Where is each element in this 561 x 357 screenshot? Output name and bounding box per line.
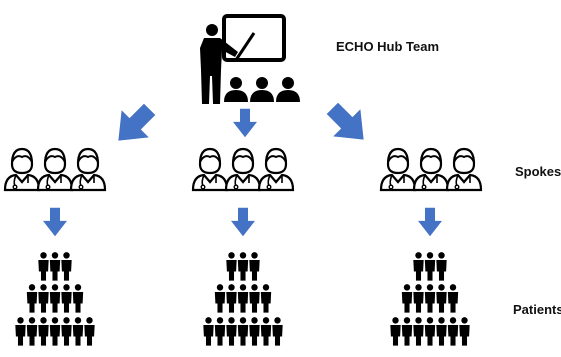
doctor-icon bbox=[379, 147, 417, 192]
person-icon bbox=[214, 284, 226, 313]
hub-audience-icon bbox=[224, 77, 300, 102]
person-icon bbox=[401, 284, 413, 313]
person-icon bbox=[401, 317, 413, 346]
person-icon bbox=[424, 317, 436, 346]
spoke-group-left bbox=[3, 147, 107, 192]
doctor-icon bbox=[257, 147, 295, 192]
person-icon bbox=[249, 317, 260, 346]
person-icon bbox=[61, 252, 72, 281]
person-icon bbox=[61, 284, 72, 313]
hub-to-spoke-left-arrow bbox=[104, 95, 164, 155]
patient-pyramid-left bbox=[15, 252, 95, 346]
person-icon bbox=[226, 252, 237, 281]
person-icon bbox=[72, 317, 84, 346]
person-icon bbox=[61, 317, 72, 346]
hub-to-spoke-center-arrow bbox=[233, 108, 257, 138]
person-icon bbox=[26, 317, 38, 346]
doctor-icon bbox=[191, 147, 229, 192]
doctor-icon bbox=[36, 147, 74, 192]
doctor-icon bbox=[69, 147, 107, 192]
person-icon bbox=[226, 317, 237, 346]
person-icon bbox=[390, 317, 401, 346]
person-icon bbox=[38, 284, 49, 313]
doctor-icon bbox=[224, 147, 262, 192]
person-icon bbox=[447, 284, 459, 313]
person-icon bbox=[38, 252, 49, 281]
person-icon bbox=[72, 284, 84, 313]
person-icon bbox=[49, 252, 61, 281]
person-icon bbox=[436, 284, 447, 313]
person-icon bbox=[436, 317, 447, 346]
hub-team-label: ECHO Hub Team bbox=[336, 39, 440, 54]
doctor-icon bbox=[412, 147, 450, 192]
person-icon bbox=[424, 252, 436, 281]
doctor-icon bbox=[3, 147, 41, 192]
patients-label: Patients bbox=[513, 302, 561, 317]
person-icon bbox=[237, 284, 249, 313]
spoke-to-patients-right-arrow bbox=[418, 207, 442, 237]
person-icon bbox=[459, 317, 470, 346]
person-icon bbox=[84, 317, 95, 346]
person-icon bbox=[237, 317, 249, 346]
person-icon bbox=[413, 252, 424, 281]
person-icon bbox=[15, 317, 26, 346]
person-icon bbox=[272, 317, 283, 346]
person-icon bbox=[424, 284, 436, 313]
person-icon bbox=[249, 252, 260, 281]
person-icon bbox=[447, 317, 459, 346]
person-icon bbox=[214, 317, 226, 346]
person-icon bbox=[38, 317, 49, 346]
person-icon bbox=[413, 284, 424, 313]
spokes-label: Spokes bbox=[515, 164, 561, 179]
patient-pyramid-right bbox=[390, 252, 470, 346]
spoke-group-center bbox=[191, 147, 295, 192]
person-icon bbox=[49, 317, 61, 346]
spoke-to-patients-left-arrow bbox=[43, 207, 67, 237]
person-icon bbox=[237, 252, 249, 281]
spoke-to-patients-center-arrow bbox=[231, 207, 255, 237]
person-icon bbox=[436, 252, 447, 281]
spoke-group-right bbox=[379, 147, 483, 192]
doctor-icon bbox=[445, 147, 483, 192]
person-icon bbox=[260, 317, 272, 346]
hub-teacher-icon bbox=[200, 14, 286, 104]
person-icon bbox=[226, 284, 237, 313]
person-icon bbox=[260, 284, 272, 313]
person-icon bbox=[413, 317, 424, 346]
patient-pyramid-center bbox=[203, 252, 283, 346]
person-icon bbox=[203, 317, 214, 346]
person-icon bbox=[26, 284, 38, 313]
person-icon bbox=[249, 284, 260, 313]
person-icon bbox=[49, 284, 61, 313]
hub-to-spoke-right-arrow bbox=[318, 94, 378, 154]
